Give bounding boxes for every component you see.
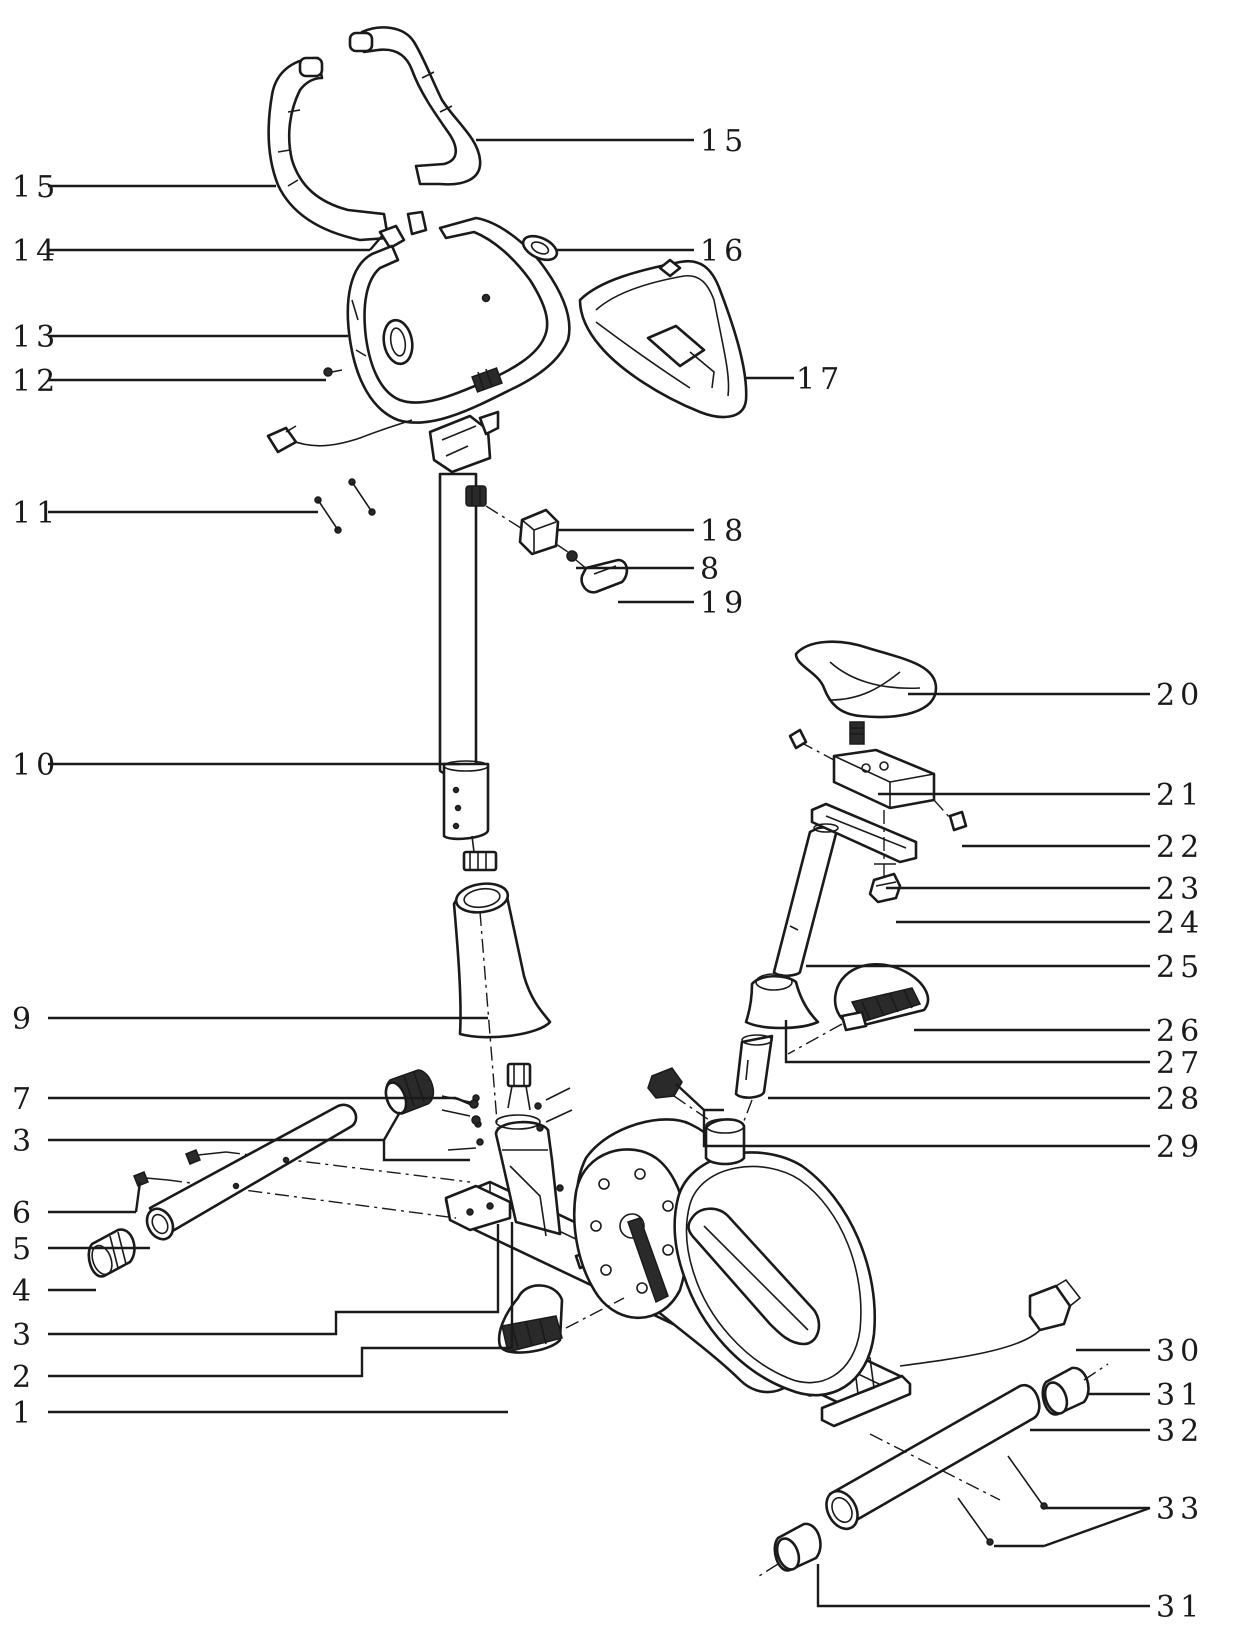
- label-28: 28: [1156, 1082, 1204, 1117]
- label-20: 20: [1156, 678, 1204, 713]
- part-12-grommet-and-bolt: [323, 318, 414, 377]
- label-23: 23: [1156, 872, 1204, 907]
- part-17-console: [578, 258, 748, 419]
- label-10: 10: [12, 748, 60, 783]
- label-21: 21: [1156, 778, 1204, 813]
- part-21-saddle-slider: [799, 741, 936, 810]
- label-6: 6: [12, 1196, 36, 1231]
- label-29: 29: [1156, 1130, 1204, 1165]
- part-27-post-cover: [744, 973, 820, 1030]
- label-16: 16: [700, 234, 748, 269]
- part-10-front-column: [438, 472, 498, 872]
- label-19: 19: [700, 586, 748, 621]
- label-32: 32: [1156, 1414, 1204, 1449]
- label-8: 8: [700, 552, 724, 587]
- part-31-rear-end-caps: [755, 1363, 1109, 1579]
- grip-sensor: [471, 367, 503, 393]
- part-13-handlebar-frame: [346, 216, 571, 424]
- part-25-seat-post: [772, 802, 918, 978]
- part-24-seat-knob: [868, 872, 902, 904]
- label-30: 30: [1156, 1334, 1204, 1369]
- part-18-knob-housing: [465, 485, 560, 556]
- label-4: 4: [12, 1274, 36, 1309]
- label-24: 24: [1156, 906, 1204, 941]
- part-1-left-pedal: [497, 1284, 625, 1354]
- label-15-right: 15: [700, 124, 748, 159]
- label-3-bottom: 3: [12, 1318, 36, 1353]
- console-wire: [266, 419, 413, 454]
- label-7: 7: [12, 1082, 36, 1117]
- label-12: 12: [12, 364, 60, 399]
- part-9-column-shroud: [452, 882, 552, 1135]
- label-26: 26: [1156, 1014, 1204, 1049]
- label-13: 13: [12, 320, 60, 355]
- label-33: 33: [1156, 1492, 1204, 1527]
- label-9: 9: [12, 1002, 36, 1037]
- part-29-adjustment-knob: [647, 1067, 713, 1123]
- label-22: 22: [1156, 830, 1204, 865]
- label-3-top: 3: [12, 1124, 36, 1159]
- label-27: 27: [1156, 1046, 1204, 1081]
- label-2: 2: [12, 1360, 36, 1395]
- label-15-left: 15: [12, 170, 60, 205]
- part-number-labels: 15 15 14 16 13 12 17 11 18 8 19 20 10 21…: [12, 124, 1204, 1625]
- label-5: 5: [12, 1232, 36, 1267]
- part-20-saddle: [794, 640, 938, 745]
- label-14: 14: [12, 234, 60, 269]
- part-5-front-stabilizer: [145, 1103, 358, 1241]
- label-31-top: 31: [1156, 1378, 1204, 1413]
- label-25: 25: [1156, 950, 1204, 985]
- part-19-tension-knob: [575, 558, 629, 594]
- part-26-right-pedal: [787, 963, 930, 1055]
- part-3-front-end-cap: [384, 1069, 435, 1115]
- flywheel-housing: [572, 1118, 877, 1397]
- part-15-handlebars: [267, 26, 482, 242]
- label-17: 17: [796, 362, 844, 397]
- part-33-bolts: [957, 1455, 1048, 1546]
- label-31-bottom: 31: [1156, 1590, 1204, 1625]
- part-14-mount-brackets: [378, 210, 428, 250]
- part-8-washer: [555, 543, 578, 562]
- part-4-front-end-cap: [87, 1228, 136, 1278]
- label-11: 11: [12, 496, 60, 531]
- part-22-end-caps: [788, 728, 968, 832]
- part-11-bracket-and-bolts: [314, 410, 500, 534]
- part-28-bushing: [734, 1034, 774, 1127]
- part-23-washer: [874, 810, 896, 880]
- part-16-grommet: [481, 234, 559, 303]
- leader-lines: [48, 138, 1151, 1608]
- label-18: 18: [700, 514, 748, 549]
- part-32-rear-stabilizer: [825, 1384, 1041, 1531]
- part-30-power-adapter: [899, 1278, 1082, 1367]
- label-1: 1: [12, 1396, 36, 1431]
